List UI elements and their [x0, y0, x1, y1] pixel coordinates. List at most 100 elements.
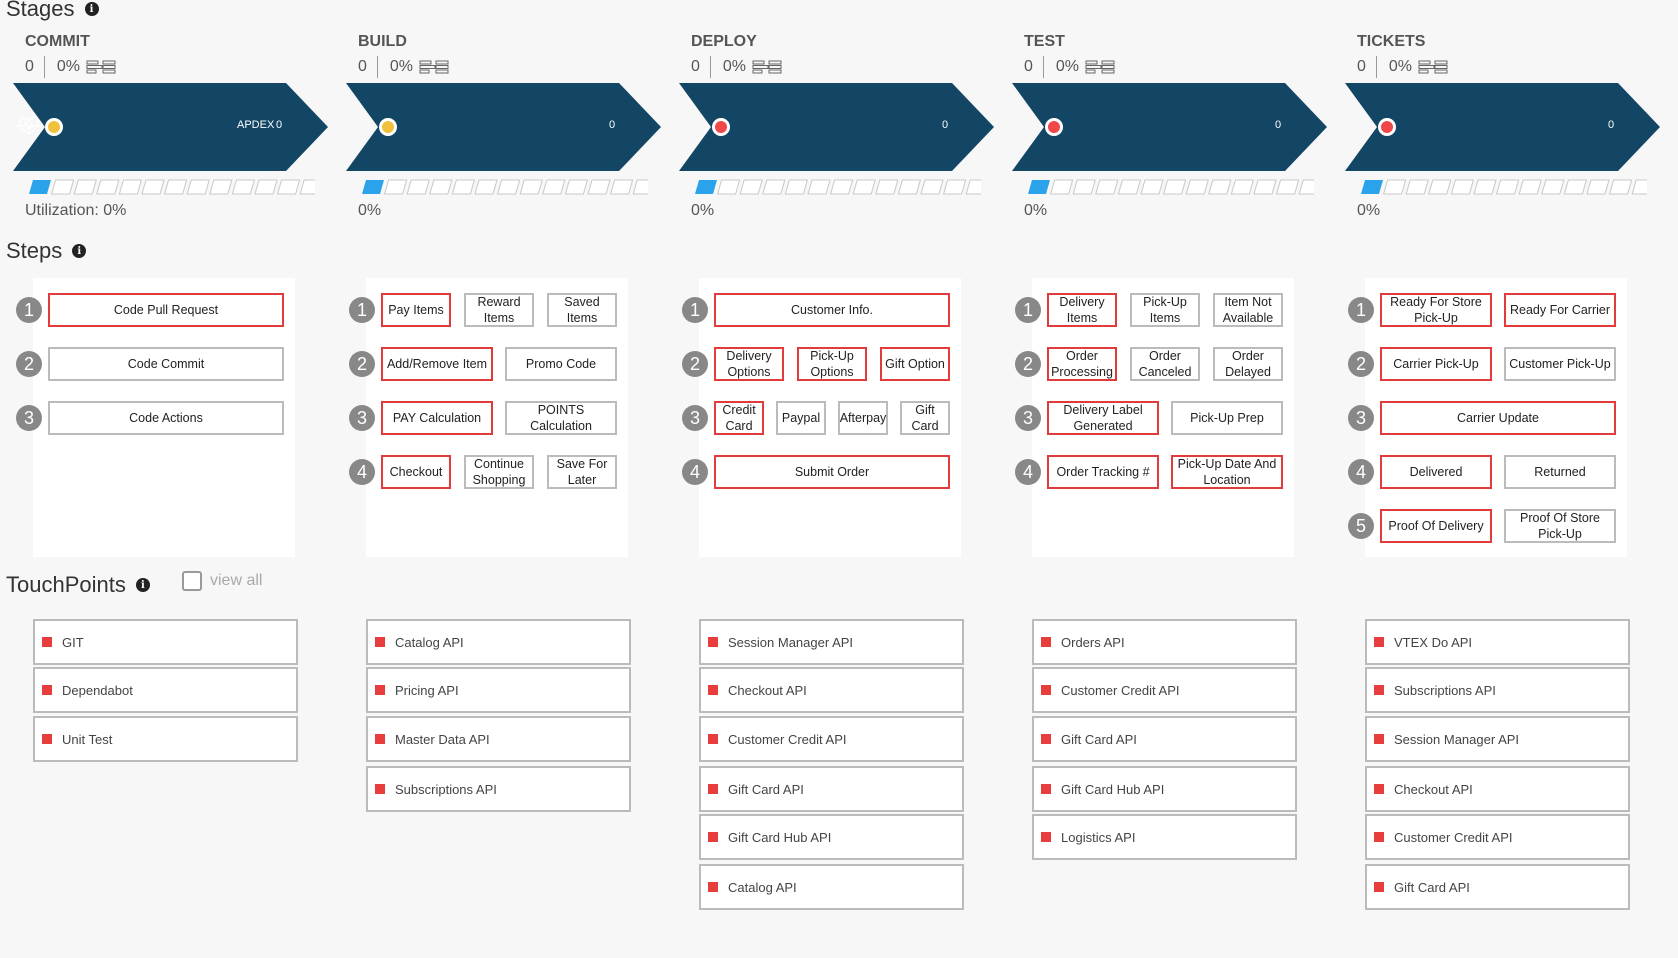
utilization-bar	[362, 179, 648, 195]
step-customer-info[interactable]: Customer Info.	[714, 293, 950, 327]
step-add-remove-item[interactable]: Add/Remove Item	[381, 347, 493, 381]
info-icon[interactable]: i	[135, 578, 150, 592]
step-order-canceled[interactable]: Order Canceled	[1130, 347, 1200, 381]
stage-chevron[interactable]	[13, 83, 328, 171]
touchpoint-item[interactable]: Gift Card Hub API	[1032, 766, 1297, 812]
step-saved-items[interactable]: Saved Items	[547, 293, 617, 327]
stage-percent: 0%	[1388, 58, 1413, 75]
utilization-bar	[1028, 179, 1314, 195]
stage-name: DEPLOY	[691, 33, 757, 50]
steps-title: Steps i	[6, 238, 87, 264]
step-proof-of-store-pick-up[interactable]: Proof Of Store Pick-Up	[1504, 509, 1616, 543]
stages-title-label: Stages	[6, 0, 75, 21]
utilization-label: 0%	[1024, 202, 1048, 219]
touchpoint-item[interactable]: Orders API	[1032, 619, 1297, 665]
touchpoint-item[interactable]: GIT	[33, 619, 298, 665]
step-order-delayed[interactable]: Order Delayed	[1213, 347, 1283, 381]
status-square-icon	[708, 832, 718, 842]
step-continue-shopping[interactable]: Continue Shopping	[464, 455, 534, 489]
info-icon[interactable]: i	[72, 244, 87, 258]
step-ready-for-carrier[interactable]: Ready For Carrier	[1504, 293, 1616, 327]
status-square-icon	[375, 637, 385, 647]
step-code-commit[interactable]: Code Commit	[48, 347, 284, 381]
touchpoint-item[interactable]: Subscriptions API	[366, 766, 631, 812]
step-customer-pick-up[interactable]: Customer Pick-Up	[1504, 347, 1616, 381]
touchpoint-item[interactable]: Catalog API	[699, 864, 964, 910]
status-square-icon	[708, 637, 718, 647]
step-pick-up-options[interactable]: Pick-Up Options	[797, 347, 867, 381]
touchpoint-item[interactable]: Gift Card Hub API	[699, 814, 964, 860]
step-pick-up-items[interactable]: Pick-Up Items	[1130, 293, 1200, 327]
step-code-pull-request[interactable]: Code Pull Request	[48, 293, 284, 327]
stage-chevron[interactable]	[346, 83, 661, 171]
touchpoint-item[interactable]: Customer Credit API	[1032, 667, 1297, 713]
step-delivery-options[interactable]: Delivery Options	[714, 347, 784, 381]
touchpoint-label: Master Data API	[395, 731, 490, 747]
touchpoint-item[interactable]: Logistics API	[1032, 814, 1297, 860]
touchpoint-item[interactable]: Subscriptions API	[1365, 667, 1630, 713]
touchpoint-item[interactable]: Unit Test	[33, 716, 298, 762]
step-order-processing[interactable]: Order Processing	[1047, 347, 1117, 381]
step-save-for-later[interactable]: Save For Later	[547, 455, 617, 489]
touchpoint-item[interactable]: Gift Card API	[699, 766, 964, 812]
touchpoint-item[interactable]: Session Manager API	[699, 619, 964, 665]
checkbox-icon[interactable]	[182, 571, 202, 591]
step-number: 1	[16, 297, 42, 323]
stage-chevron[interactable]	[1345, 83, 1660, 171]
step-number: 2	[349, 351, 375, 377]
step-afterpay[interactable]: Afterpay	[838, 401, 888, 435]
touchpoint-label: Gift Card API	[1394, 879, 1470, 895]
step-pick-up-prep[interactable]: Pick-Up Prep	[1171, 401, 1283, 435]
step-reward-items[interactable]: Reward Items	[464, 293, 534, 327]
step-submit-order[interactable]: Submit Order	[714, 455, 950, 489]
step-delivery-items[interactable]: Delivery Items	[1047, 293, 1117, 327]
step-order-tracking[interactable]: Order Tracking #	[1047, 455, 1159, 489]
touchpoint-item[interactable]: Pricing API	[366, 667, 631, 713]
step-carrier-update[interactable]: Carrier Update	[1380, 401, 1616, 435]
touchpoint-item[interactable]: Gift Card API	[1032, 716, 1297, 762]
status-dot	[1378, 118, 1396, 136]
step-code-actions[interactable]: Code Actions	[48, 401, 284, 435]
touchpoint-label: Session Manager API	[1394, 731, 1520, 747]
step-delivered[interactable]: Delivered	[1380, 455, 1492, 489]
touchpoint-item[interactable]: Session Manager API	[1365, 716, 1630, 762]
step-returned[interactable]: Returned	[1504, 455, 1616, 489]
view-all-checkbox[interactable]: view all	[182, 571, 262, 591]
step-credit-card[interactable]: Credit Card	[714, 401, 764, 435]
touchpoint-item[interactable]: Dependabot	[33, 667, 298, 713]
step-item-not-available[interactable]: Item Not Available	[1213, 293, 1283, 327]
step-points-calculation[interactable]: POINTS Calculation	[505, 401, 617, 435]
step-ready-for-store-pick-up[interactable]: Ready For Store Pick-Up	[1380, 293, 1492, 327]
stage-chevron[interactable]	[1012, 83, 1327, 171]
step-checkout[interactable]: Checkout	[381, 455, 451, 489]
touchpoint-item[interactable]: Catalog API	[366, 619, 631, 665]
touchpoint-item[interactable]: Checkout API	[1365, 766, 1630, 812]
step-pick-up-date-and-location[interactable]: Pick-Up Date And Location	[1171, 455, 1283, 489]
step-gift-option[interactable]: Gift Option	[880, 347, 950, 381]
status-dot	[379, 118, 397, 136]
step-paypal[interactable]: Paypal	[776, 401, 826, 435]
step-proof-of-delivery[interactable]: Proof Of Delivery	[1380, 509, 1492, 543]
touchpoint-item[interactable]: Customer Credit API	[699, 716, 964, 762]
stage-chevron[interactable]	[679, 83, 994, 171]
view-all-label: view all	[210, 572, 263, 589]
step-carrier-pick-up[interactable]: Carrier Pick-Up	[1380, 347, 1492, 381]
step-pay-items[interactable]: Pay Items	[381, 293, 451, 327]
step-delivery-label-generated[interactable]: Delivery Label Generated	[1047, 401, 1159, 435]
info-icon[interactable]: i	[84, 2, 99, 16]
touchpoint-item[interactable]: VTEX Do API	[1365, 619, 1630, 665]
touchpoint-item[interactable]: Gift Card API	[1365, 864, 1630, 910]
step-gift-card[interactable]: Gift Card	[900, 401, 950, 435]
touchpoint-item[interactable]: Customer Credit API	[1365, 814, 1630, 860]
touchpoint-item[interactable]: Master Data API	[366, 716, 631, 762]
step-pay-calculation[interactable]: PAY Calculation	[381, 401, 493, 435]
touchpoint-label: Logistics API	[1061, 829, 1136, 845]
step-promo-code[interactable]: Promo Code	[505, 347, 617, 381]
touchpoint-item[interactable]: Checkout API	[699, 667, 964, 713]
stage-value: 0	[276, 119, 283, 131]
